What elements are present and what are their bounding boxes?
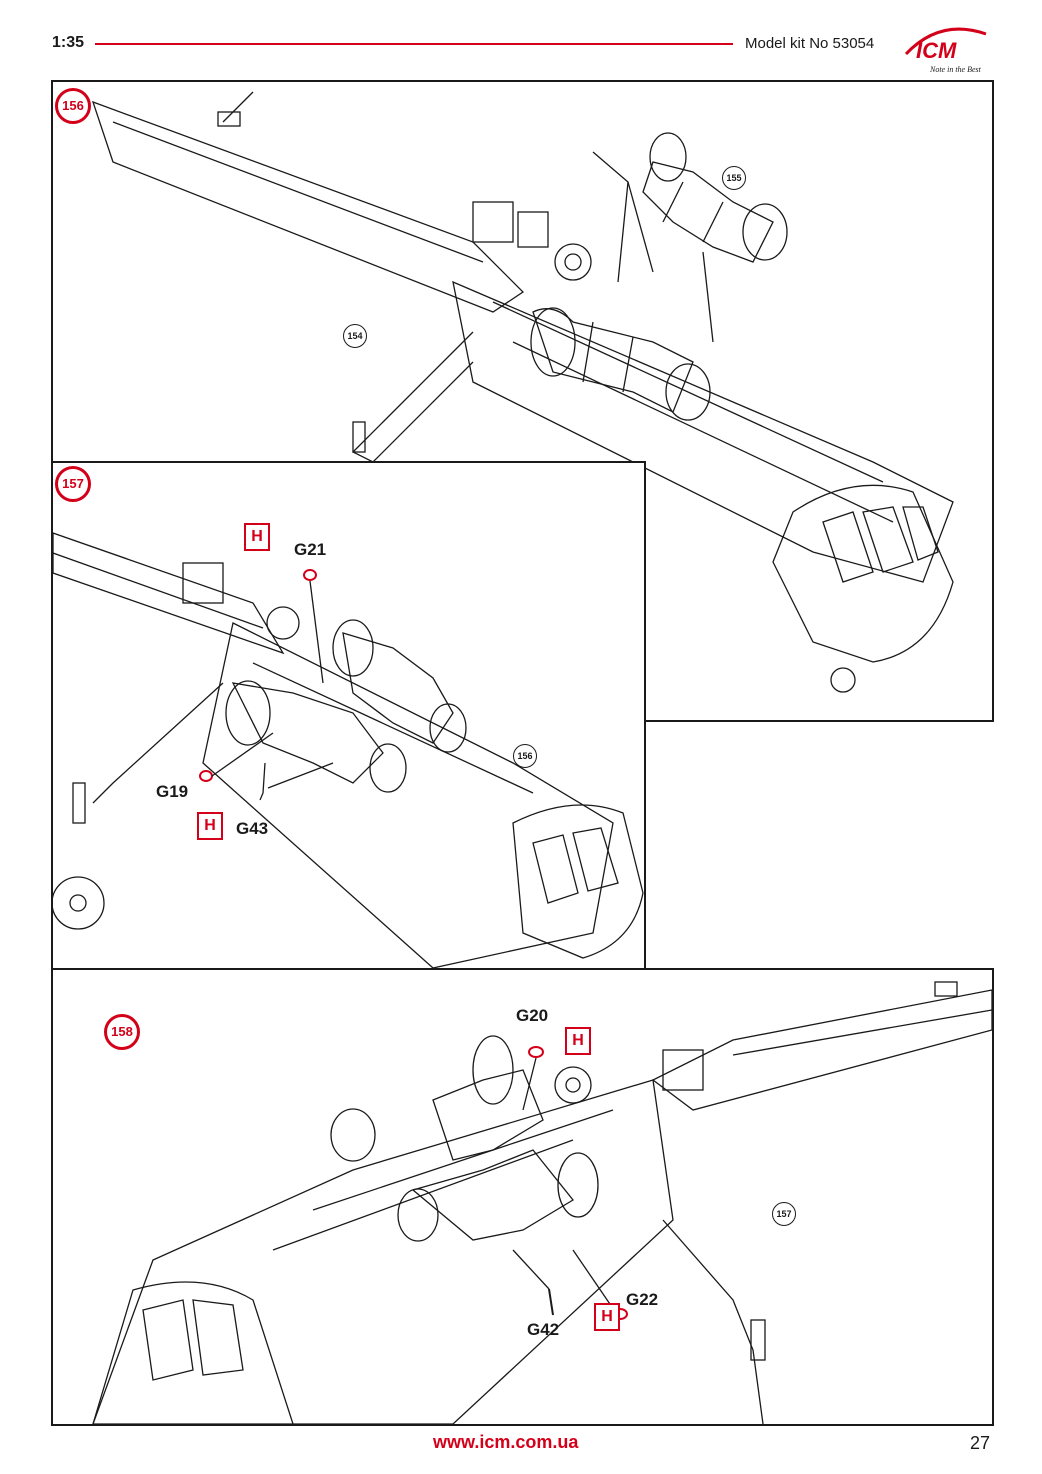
step-157-illustration [53,532,644,968]
step-156-illustration [91,91,954,693]
ref-156: 156 [513,744,537,768]
part-g21: G21 [294,540,327,559]
part-g20: G20 [516,1006,549,1025]
page-number: 27 [970,1433,991,1453]
svg-text:Note in the Best: Note in the Best [929,65,982,74]
step-156-badge: 156 [55,88,91,124]
glue-symbol-g20: H [565,1027,591,1055]
part-g43: G43 [236,819,269,838]
part-g22: G22 [626,1290,659,1309]
svg-text:ICM: ICM [916,38,957,63]
step-157-panel [51,461,646,970]
step-157-badge: 157 [55,466,91,502]
glue-symbol-g22: H [594,1303,620,1331]
scale-label: 1:35 [52,34,85,51]
glue-symbol-g21: H [244,523,270,551]
kit-number: Model kit No 53054 [745,35,875,52]
ref-155: 155 [722,166,746,190]
header-rule [95,43,733,45]
step-158-badge: 158 [104,1014,140,1050]
step-158-illustration [92,981,992,1424]
part-g19: G19 [156,782,189,801]
ref-157: 157 [772,1202,796,1226]
icm-logo: ICM Note in the Best [904,27,987,74]
ref-154: 154 [343,324,367,348]
footer-url: www.icm.com.ua [433,1432,579,1452]
part-g42: G42 [527,1320,560,1339]
glue-symbol-g19: H [197,812,223,840]
step-158-panel [51,968,994,1426]
